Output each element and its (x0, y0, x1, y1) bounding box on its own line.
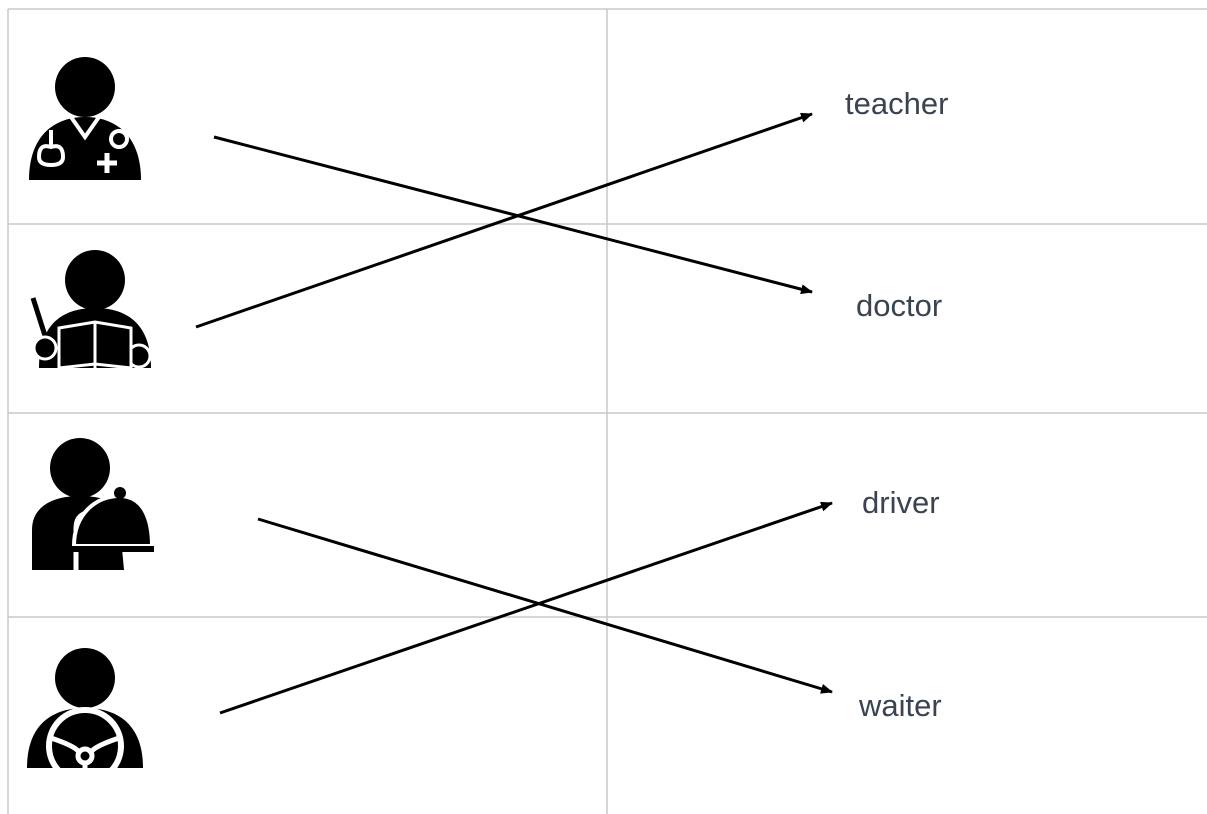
word-teacher: teacher (845, 86, 949, 121)
teacher-icon (30, 250, 152, 370)
waiter-icon (32, 438, 155, 570)
arrow-driver-to-driver (219, 501, 833, 715)
arrow-waiter-to-waiter (257, 517, 833, 694)
word-waiter: waiter (859, 688, 942, 723)
arrow-doctor-to-doctor (213, 135, 813, 295)
word-doctor: doctor (856, 288, 943, 323)
table-grid (7, 8, 1207, 814)
arrow-teacher-to-teacher (195, 112, 813, 329)
matching-arrows (195, 112, 833, 715)
doctor-icon (29, 57, 141, 180)
driver-icon (27, 648, 143, 785)
word-driver: driver (862, 485, 940, 520)
